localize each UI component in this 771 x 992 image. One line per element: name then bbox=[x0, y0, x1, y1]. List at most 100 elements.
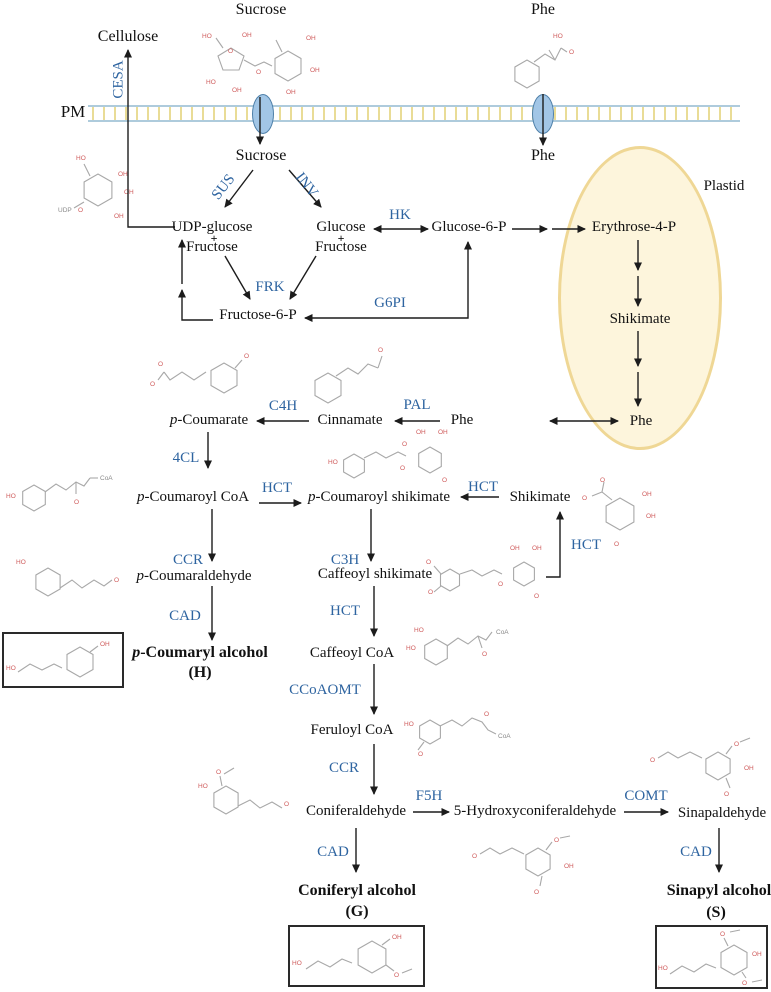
p-coumaroyl-coa-label: p-Coumaroyl CoA bbox=[136, 489, 250, 506]
cinnamate-label: Cinnamate bbox=[317, 412, 383, 428]
udp-label: UDP bbox=[58, 207, 72, 214]
sinapyl-alcohol-structure: HO O OH O bbox=[658, 929, 763, 986]
sinapyl-alcohol-box bbox=[655, 925, 768, 989]
atom-label: OH bbox=[232, 87, 242, 94]
atom-label: HO bbox=[553, 33, 563, 40]
enzyme-comt: COMT bbox=[624, 788, 668, 804]
atom-label: O bbox=[534, 593, 539, 600]
atom-label: OH bbox=[124, 189, 134, 196]
atom-label: HO bbox=[406, 645, 416, 652]
p-coumaroyl-shikimate-structure: HO O O OH OH O bbox=[328, 429, 448, 484]
atom-label: O bbox=[400, 465, 405, 472]
p-coumaroyl-coa-text: -Coumaroyl CoA bbox=[144, 489, 250, 505]
atom-label: HO bbox=[6, 665, 16, 672]
atom-label: O bbox=[554, 837, 559, 844]
atom-label: O bbox=[150, 381, 155, 388]
enzyme-ccoaomt: CCoAOMT bbox=[289, 682, 361, 698]
atom-label: OH bbox=[532, 545, 542, 552]
atom-label: HO bbox=[6, 493, 16, 500]
atom-label: OH bbox=[286, 89, 296, 96]
p-coumaroyl-shikimate-label: p-Coumaroyl shikimate bbox=[307, 489, 450, 506]
hydroxyconiferaldehyde-label: 5-Hydroxyconiferaldehyde bbox=[453, 803, 617, 819]
coa-label: CoA bbox=[100, 475, 113, 482]
sinapyl-alcohol-label: Sinapyl alcohol bbox=[666, 882, 771, 899]
enzyme-hct-2: HCT bbox=[468, 479, 498, 495]
coniferaldehyde-structure: O HO O bbox=[198, 767, 289, 815]
atom-label: OH bbox=[438, 429, 448, 436]
atom-label: O bbox=[614, 541, 619, 548]
atom-label: OH bbox=[242, 32, 252, 39]
atom-label: OH bbox=[564, 863, 574, 870]
frk-arrow-right bbox=[289, 255, 317, 300]
sinapaldehyde-label: Sinapaldehyde bbox=[677, 805, 767, 821]
atom-label: HO bbox=[16, 559, 26, 566]
atom-label: O bbox=[256, 69, 261, 76]
atom-label: OH bbox=[118, 171, 128, 178]
p-coumaraldehyde-label: p-Coumaraldehyde bbox=[136, 568, 252, 585]
plasma-membrane bbox=[88, 105, 740, 122]
frk-arrow-left bbox=[224, 255, 251, 300]
p-prefix: p bbox=[136, 489, 145, 505]
plus-sign: + bbox=[337, 231, 345, 245]
p-prefix: p bbox=[307, 489, 316, 505]
g-unit-label: (G) bbox=[345, 903, 369, 920]
atom-label: O bbox=[428, 589, 433, 596]
atom-label: HO bbox=[658, 965, 668, 972]
enzyme-4cl: 4CL bbox=[172, 450, 200, 466]
atom-label: OH bbox=[416, 429, 426, 436]
coniferaldehyde-label: Coniferaldehyde bbox=[306, 803, 406, 819]
hct-arrow-3 bbox=[546, 511, 564, 578]
s-unit-label: (S) bbox=[706, 904, 726, 921]
coniferyl-alcohol-structure: HO OH O bbox=[292, 934, 413, 979]
atom-label: OH bbox=[752, 951, 762, 958]
atom-label: HO bbox=[404, 721, 414, 728]
atom-label: O bbox=[650, 757, 655, 764]
glucose-label: Glucose bbox=[316, 219, 366, 235]
atom-label: O bbox=[720, 931, 725, 938]
glucose-6p-label: Glucose-6-P bbox=[431, 219, 507, 235]
fructose-label-1: Fructose bbox=[186, 239, 238, 255]
atom-label: O bbox=[284, 801, 289, 808]
coa-label: CoA bbox=[498, 733, 511, 740]
atom-label: OH bbox=[642, 491, 652, 498]
p-prefix: p bbox=[169, 412, 178, 428]
atom-label: O bbox=[482, 651, 487, 658]
enzyme-ccr-2: CCR bbox=[328, 760, 360, 776]
g6pi-arrow bbox=[304, 241, 472, 322]
pm-label: PM bbox=[60, 102, 86, 121]
atom-label: OH bbox=[510, 545, 520, 552]
enzyme-cad-3: CAD bbox=[680, 844, 712, 860]
p-coumarate-structure: O O O bbox=[150, 353, 249, 394]
enzyme-f5h: F5H bbox=[415, 788, 443, 804]
enzyme-hct-4: HCT bbox=[330, 603, 360, 619]
atom-label: O bbox=[742, 980, 747, 986]
atom-label: O bbox=[114, 577, 119, 584]
fructose-label-2: Fructose bbox=[315, 239, 367, 255]
caffeoyl-coa-label: Caffeoyl CoA bbox=[309, 645, 395, 661]
enzyme-pal: PAL bbox=[403, 397, 431, 413]
atom-label: HO bbox=[202, 33, 212, 40]
atom-label: O bbox=[394, 972, 399, 979]
enzyme-hct-3: HCT bbox=[571, 537, 601, 553]
atom-label: OH bbox=[306, 35, 316, 42]
feruloyl-coa-structure: HO O O CoA bbox=[404, 711, 511, 758]
enzyme-c3h: C3H bbox=[330, 552, 360, 568]
plus-sign: + bbox=[210, 231, 218, 245]
atom-label: O bbox=[74, 499, 79, 506]
udp-glucose-structure: HO OH OH OH O UDP bbox=[58, 155, 134, 220]
atom-label: O bbox=[78, 207, 83, 214]
p-prefix: p bbox=[136, 568, 145, 584]
atom-label: HO bbox=[414, 627, 424, 634]
atom-label: O bbox=[569, 49, 574, 56]
atom-label: O bbox=[426, 559, 431, 566]
enzyme-g6pi: G6PI bbox=[374, 295, 406, 311]
erythrose-4p-label: Erythrose-4-P bbox=[591, 219, 677, 235]
enzyme-ccr-1: CCR bbox=[172, 552, 204, 568]
atom-label: OH bbox=[310, 67, 320, 74]
atom-label: O bbox=[484, 711, 489, 718]
phe-structure: HO O bbox=[514, 33, 574, 89]
phe-label-plastid: Phe bbox=[629, 413, 653, 429]
sus-arrow bbox=[224, 169, 254, 208]
